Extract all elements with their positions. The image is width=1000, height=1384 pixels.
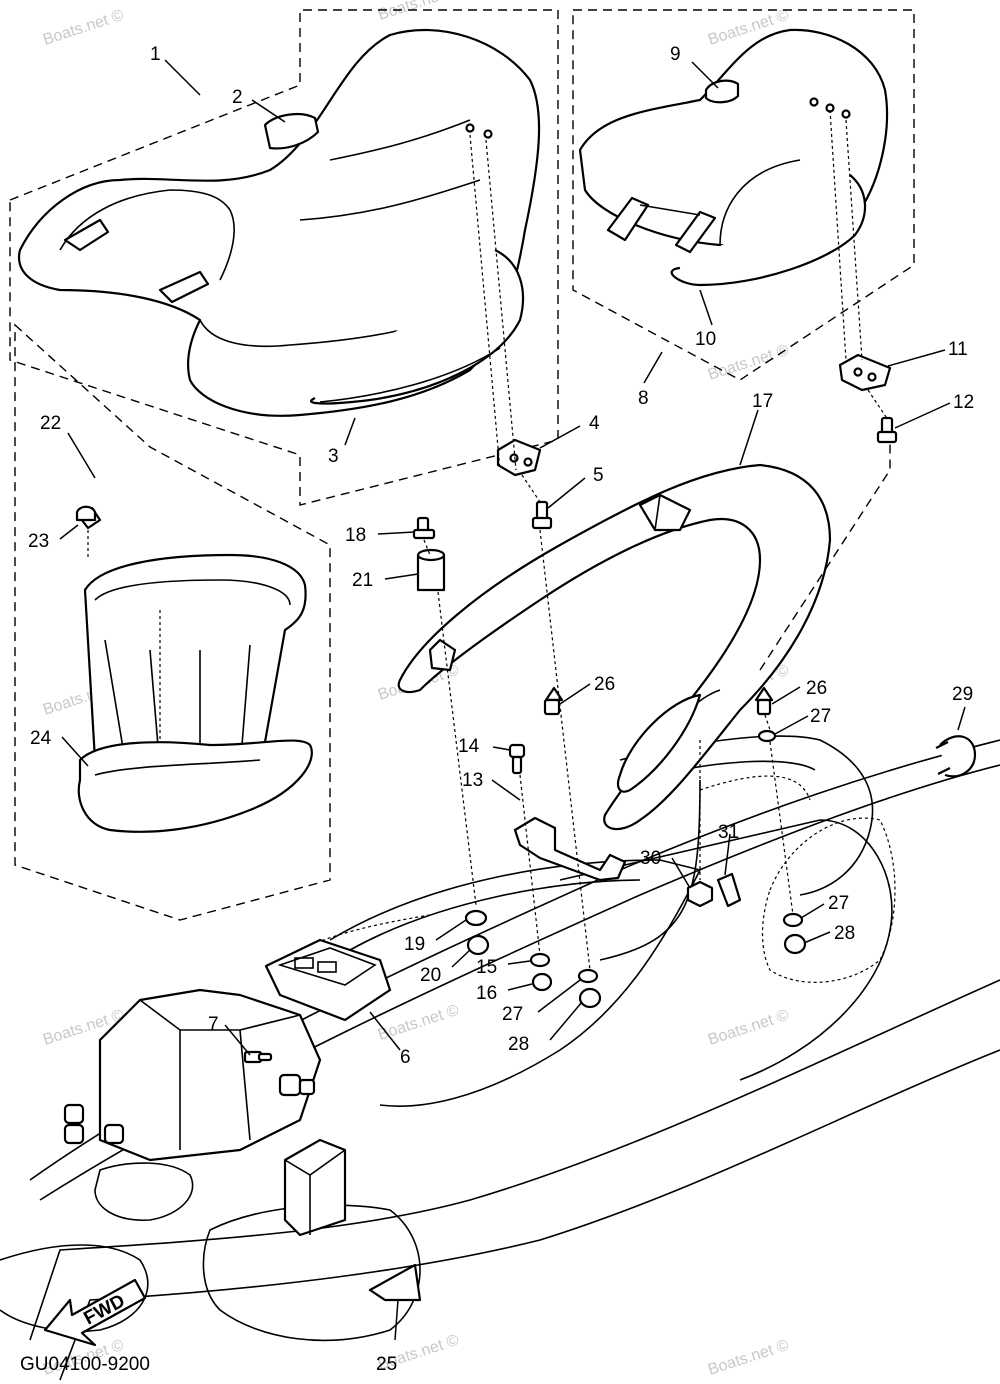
callout-label: 25 — [376, 1354, 397, 1375]
callout-label: 14 — [458, 736, 480, 757]
watermark: Boats.net © — [706, 342, 791, 384]
callout-label: 23 — [28, 531, 49, 552]
callout-label: 27 — [502, 1004, 523, 1025]
callout-label: 17 — [752, 391, 773, 412]
callout-label: 10 — [695, 329, 716, 350]
storage-bin-assembly — [14, 323, 331, 921]
callout-label: 1 — [150, 44, 161, 65]
callout-label: 11 — [948, 339, 968, 360]
callout-label: 18 — [345, 525, 366, 546]
callout-label: 28 — [834, 923, 855, 944]
callout-label: 22 — [40, 413, 61, 434]
callout-label: 7 — [208, 1014, 219, 1035]
callout-label: 30 — [640, 848, 661, 869]
callout-label: 2 — [232, 87, 243, 108]
callout-label: 13 — [462, 770, 483, 791]
callouts: 1 2 3 4 5 6 7 8 9 10 11 12 13 14 15 16 1… — [28, 44, 974, 1375]
rear-seat-assembly — [572, 9, 915, 381]
callout-label: 5 — [593, 465, 604, 486]
callout-label: 26 — [594, 674, 615, 695]
front-seat-assembly — [9, 9, 559, 506]
callout-label: 21 — [352, 570, 373, 591]
watermark: Boats.net © — [41, 7, 126, 49]
fwd-arrow: FWD — [43, 1278, 147, 1347]
callout-label: 3 — [328, 446, 339, 467]
callout-label: 15 — [476, 957, 497, 978]
deck-block — [283, 1138, 347, 1237]
hardware — [75, 353, 977, 1302]
callout-label: 29 — [952, 684, 973, 705]
callout-label: 28 — [508, 1034, 529, 1055]
callout-label: 19 — [404, 934, 425, 955]
callout-label: 27 — [828, 893, 849, 914]
watermark: Boats.net © — [376, 0, 461, 24]
callout-label: 20 — [420, 965, 441, 986]
watermark: Boats.net © — [376, 1002, 461, 1044]
callout-label: 16 — [476, 983, 497, 1004]
leader-lines — [59, 59, 966, 1341]
callout-label: 27 — [810, 706, 831, 727]
callout-label: 31 — [718, 822, 739, 843]
watermark: Boats.net © — [706, 1337, 791, 1379]
hood-cover — [397, 463, 832, 831]
callout-label: 24 — [30, 728, 52, 749]
assembly-lines — [423, 109, 891, 971]
drawing-code: GU04100-9200 — [20, 1354, 150, 1375]
callout-label: 8 — [638, 388, 649, 409]
callout-label: 4 — [589, 413, 600, 434]
instrument-housing — [63, 988, 322, 1162]
callout-label: 12 — [953, 392, 974, 413]
watermark: Boats.net © — [706, 1007, 791, 1049]
callout-label: 6 — [400, 1047, 411, 1068]
callout-label: 9 — [670, 44, 681, 65]
callout-label: 26 — [806, 678, 827, 699]
